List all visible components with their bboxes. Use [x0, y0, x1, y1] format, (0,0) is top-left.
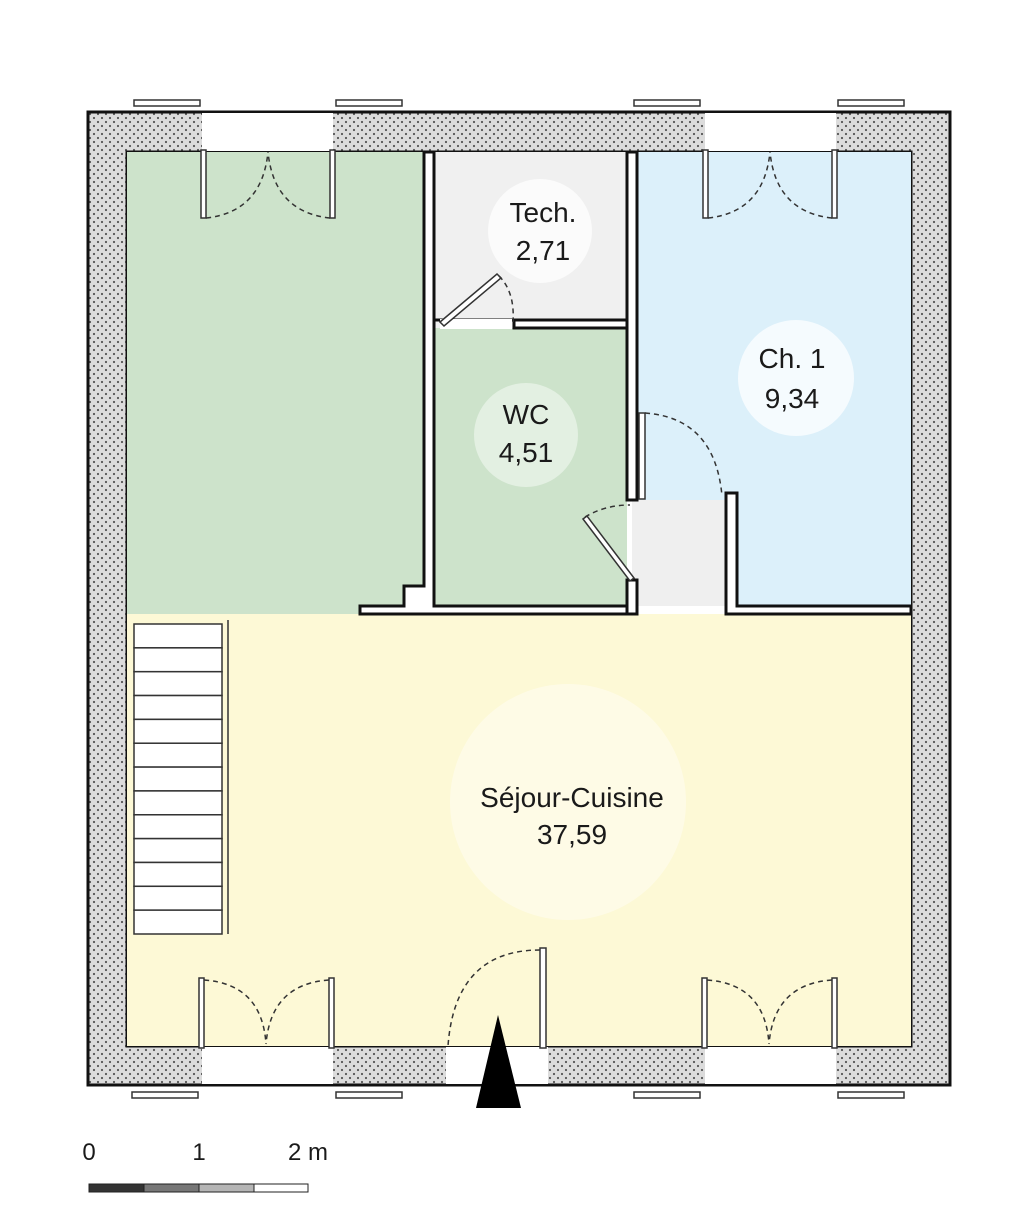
scale-bar: 0 1 2 m — [82, 1139, 328, 1193]
hall-floor — [632, 500, 726, 606]
room-sejour-area: 37,59 — [537, 819, 607, 850]
sejour-floor — [127, 614, 911, 1046]
entrance-door — [446, 947, 548, 1108]
stair-step — [133, 718, 223, 744]
window-top-3 — [633, 99, 905, 219]
stair-step — [133, 909, 223, 935]
stair-step — [133, 790, 223, 816]
staircase-icon — [133, 623, 223, 935]
room-ch1-area: 9,34 — [765, 383, 820, 414]
room-ch1-name: Ch. 1 — [759, 343, 826, 374]
room-left-floor — [127, 152, 424, 614]
stair-step — [133, 885, 223, 911]
room-wc-name: WC — [503, 399, 550, 430]
room-sejour-name: Séjour-Cuisine — [480, 782, 664, 813]
window-top-1 — [133, 99, 336, 219]
room-tech: Tech. 2,71 — [488, 179, 592, 283]
window-bottom-2 — [633, 977, 905, 1099]
stair-step — [133, 837, 223, 864]
interior-wall-wc-ch1 — [625, 150, 639, 502]
room-wc: WC 4,51 — [474, 383, 578, 487]
stair-step — [133, 766, 223, 792]
wc-door — [581, 504, 636, 583]
interior-wall-ch1-bottom — [724, 491, 913, 616]
stair-step — [133, 742, 223, 768]
interior-wall-left — [358, 150, 636, 616]
stair-step — [133, 647, 223, 673]
room-ch1: Ch. 1 9,34 — [738, 320, 854, 436]
window-bottom-1 — [131, 977, 403, 1099]
window-top-2 — [335, 99, 403, 107]
stair-step — [133, 814, 223, 840]
room-tech-name: Tech. — [510, 197, 577, 228]
interior-wall-wc-lower — [625, 578, 639, 616]
scale-label-0: 0 — [82, 1139, 95, 1166]
ch1-door — [638, 412, 723, 500]
wc-floor — [434, 328, 627, 606]
tech-door — [438, 272, 514, 329]
stair-step — [133, 670, 223, 697]
scale-label-2: 2 m — [288, 1139, 328, 1166]
stair-step — [133, 861, 223, 888]
stair-step — [133, 623, 223, 649]
room-sejour: Séjour-Cuisine 37,59 — [450, 684, 686, 920]
stair-step — [133, 694, 223, 721]
scale-label-1: 1 — [192, 1139, 205, 1166]
entry-arrow-icon — [476, 1015, 521, 1108]
room-wc-area: 4,51 — [499, 437, 554, 468]
room-tech-area: 2,71 — [516, 235, 571, 266]
